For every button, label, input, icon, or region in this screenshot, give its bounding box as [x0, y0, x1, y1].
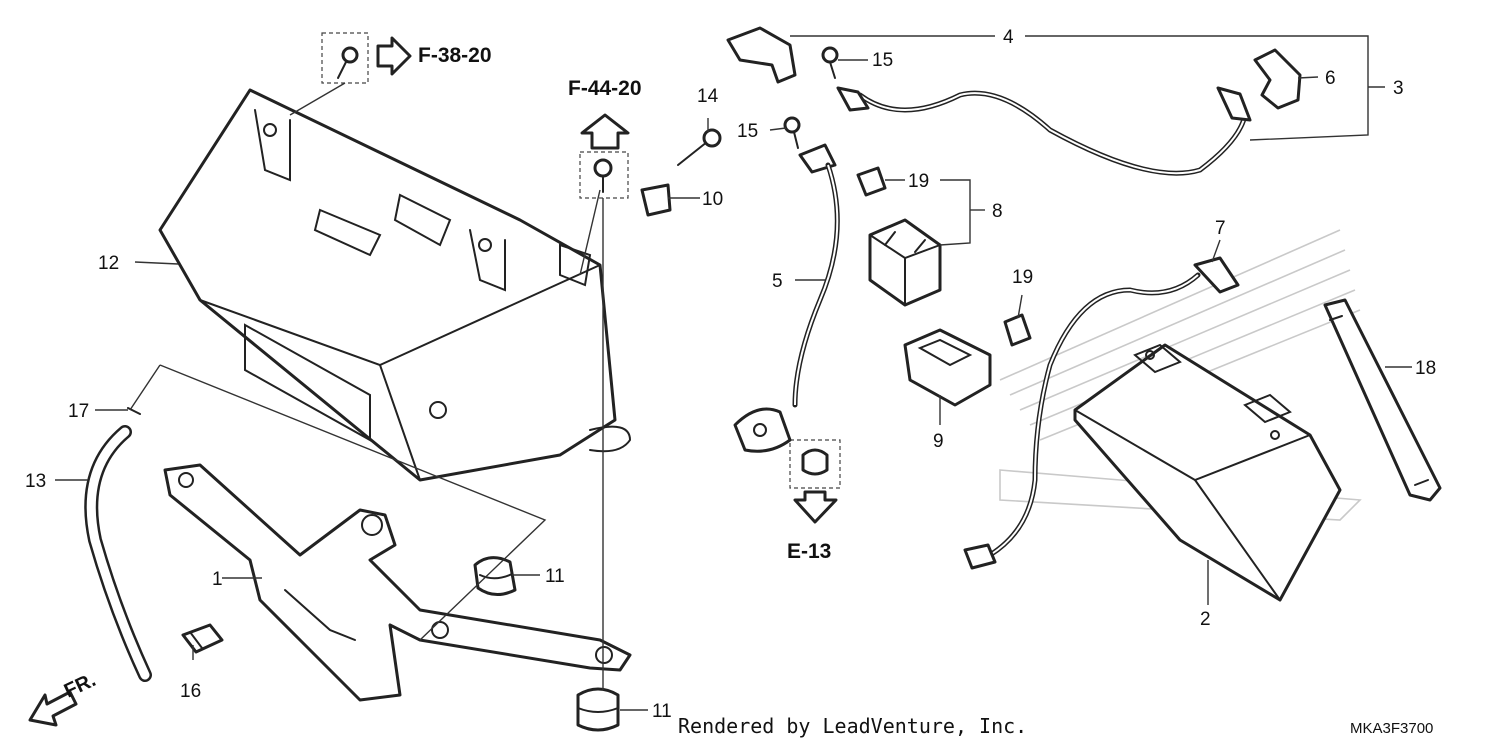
bolt-15-lower[interactable] — [783, 116, 801, 149]
battery-band[interactable] — [1323, 298, 1442, 502]
label-1: 1 — [212, 569, 223, 590]
tube-clip[interactable] — [127, 407, 141, 415]
sub-cable-7[interactable] — [963, 256, 1240, 570]
ref-f4420[interactable]: F-44-20 — [568, 77, 642, 100]
starter-relay[interactable] — [868, 218, 942, 307]
label-15-upper: 15 — [872, 50, 893, 71]
label-8: 8 — [992, 201, 1003, 222]
ref-e13[interactable]: E-13 — [787, 540, 831, 563]
label-19-lower: 19 — [1012, 267, 1033, 288]
label-18: 18 — [1415, 358, 1436, 379]
bolt-15-upper[interactable] — [821, 46, 839, 79]
label-2: 2 — [1200, 609, 1211, 630]
label-3: 3 — [1393, 78, 1404, 99]
battery[interactable] — [1073, 343, 1342, 602]
fuse-19-lower[interactable] — [1003, 313, 1032, 347]
terminal-cover-6[interactable] — [1253, 48, 1302, 110]
label-19-upper: 19 — [908, 171, 929, 192]
label-17: 17 — [68, 401, 89, 422]
label-15-lower: 15 — [737, 121, 758, 142]
projection-frame — [129, 364, 547, 641]
reference-labels: F-38-20 F-44-20 E-13 — [418, 44, 831, 563]
label-6: 6 — [1325, 68, 1336, 89]
battery-box[interactable] — [158, 88, 632, 482]
label-12: 12 — [98, 253, 119, 274]
label-14: 14 — [697, 86, 719, 107]
label-5: 5 — [772, 271, 783, 292]
tube-clamp[interactable] — [181, 623, 224, 654]
label-13: 13 — [25, 471, 46, 492]
part-labels: 1 2 3 4 5 6 7 8 9 10 11 11 12 13 14 15 1… — [25, 27, 1436, 722]
relay-cover[interactable] — [903, 328, 992, 407]
diagram-code: MKA3F3700 — [1350, 720, 1433, 737]
label-10: 10 — [702, 189, 723, 210]
f3820-ref-box — [321, 32, 412, 84]
battery-cable-positive[interactable] — [726, 26, 1252, 176]
rubber-mount-lower[interactable] — [576, 687, 620, 732]
front-arrow: FR. — [28, 669, 99, 727]
grommet-10[interactable] — [640, 183, 672, 217]
label-16: 16 — [180, 681, 201, 702]
credit-text: Rendered by LeadVenture, Inc. — [678, 714, 1027, 738]
breather-tube[interactable] — [84, 425, 152, 682]
leader-lines — [55, 35, 1412, 711]
e13-ref-box — [789, 439, 841, 524]
battery-cable-negative[interactable] — [733, 143, 840, 453]
ref-f3820[interactable]: F-38-20 — [418, 44, 492, 67]
f4420-ref-box — [579, 113, 630, 199]
label-9: 9 — [933, 431, 944, 452]
rubber-mount-upper[interactable] — [473, 556, 517, 596]
fuse-19-upper[interactable] — [856, 166, 887, 197]
label-11-upper: 11 — [545, 566, 565, 587]
label-11-lower: 11 — [652, 701, 672, 722]
bolt-14[interactable] — [677, 128, 722, 166]
battery-stay[interactable] — [163, 463, 632, 702]
label-7: 7 — [1215, 218, 1226, 239]
label-4: 4 — [1003, 27, 1014, 48]
